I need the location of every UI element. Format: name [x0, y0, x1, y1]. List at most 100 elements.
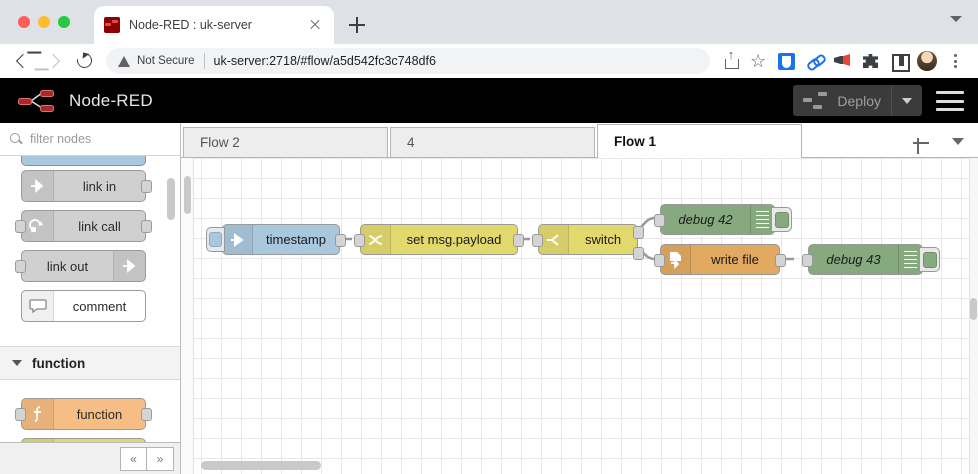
output-port[interactable]	[335, 234, 346, 247]
forward-arrow-icon	[40, 47, 68, 75]
flow-node-inject-timestamp[interactable]: timestamp	[206, 224, 346, 255]
kebab-menu-icon[interactable]	[942, 48, 968, 74]
address-bar[interactable]: Not Secure uk-server:2718/#flow/a5d542fc…	[106, 48, 710, 74]
share-icon[interactable]	[718, 48, 744, 74]
inject-arrow-icon	[223, 225, 253, 254]
add-tab-icon[interactable]	[910, 132, 932, 154]
chevron-down-icon[interactable]	[950, 16, 962, 22]
palette-node-link-in[interactable]: link in	[21, 170, 152, 202]
flow-node-switch[interactable]: switch	[532, 224, 644, 260]
output-port-2[interactable]	[633, 247, 644, 260]
close-icon[interactable]	[306, 16, 324, 34]
output-port[interactable]	[141, 408, 152, 421]
flow-canvas[interactable]: timestamp set msg.payload switch	[181, 158, 978, 474]
input-port[interactable]	[654, 214, 665, 227]
node-palette: filter nodes link in link call	[0, 123, 181, 474]
megaphone-icon[interactable]	[830, 48, 856, 74]
flow-node-debug-43[interactable]: debug 43	[802, 244, 940, 275]
flow-node-change-set-payload[interactable]: set msg.payload	[354, 224, 524, 255]
link-call-icon	[22, 211, 54, 241]
canvas-horizontal-scrollbar[interactable]	[201, 461, 321, 470]
flow-wires	[333, 216, 794, 261]
switch-icon	[22, 439, 54, 442]
palette-node-label: link in	[82, 178, 117, 194]
palette-node-link-out[interactable]: link out	[15, 250, 146, 282]
bookmark-star-icon[interactable]	[746, 48, 772, 74]
palette-category-function[interactable]: function	[0, 346, 180, 380]
debug-lines-icon	[750, 205, 774, 234]
output-port[interactable]	[775, 254, 786, 267]
input-port[interactable]	[15, 260, 26, 273]
deploy-button[interactable]: Deploy	[793, 85, 922, 116]
nodered-header: Node-RED Deploy	[0, 78, 978, 123]
palette-node-function[interactable]: function	[15, 398, 152, 430]
switch-icon	[539, 225, 569, 254]
flow-tab-flow-2[interactable]: Flow 2	[183, 127, 388, 157]
filter-nodes-placeholder: filter nodes	[30, 132, 92, 146]
expand-all-icon[interactable]: »	[147, 446, 174, 471]
main-area: filter nodes link in link call	[0, 123, 978, 474]
flow-node-label: switch	[584, 232, 622, 247]
security-status-text: Not Secure	[137, 55, 195, 67]
palette-node-label: link call	[78, 218, 121, 234]
flow-tab-bar: Flow 2 4 Flow 1	[181, 123, 978, 158]
side-panel-icon[interactable]	[886, 48, 912, 74]
input-port[interactable]	[532, 234, 543, 247]
flow-node-label: timestamp	[266, 232, 326, 247]
palette-node-label: comment	[72, 298, 127, 314]
new-tab-icon[interactable]	[344, 12, 370, 38]
browser-tabstrip: Node-RED : uk-server	[0, 0, 978, 44]
tab-list-chevron-icon[interactable]	[952, 138, 964, 145]
collapse-all-icon[interactable]: «	[120, 446, 147, 471]
palette-node-label: function	[76, 406, 123, 422]
debug-enable-toggle[interactable]	[771, 207, 792, 232]
palette-scrollbar[interactable]	[167, 178, 175, 220]
chevron-down-icon	[12, 360, 22, 366]
palette-node-partial[interactable]	[21, 156, 146, 166]
browser-tab[interactable]: Node-RED : uk-server	[94, 6, 334, 44]
debug-lines-icon	[898, 245, 922, 274]
maximize-window-button[interactable]	[58, 16, 70, 28]
minimize-window-button[interactable]	[38, 16, 50, 28]
palette-node-comment[interactable]: comment	[21, 290, 146, 322]
input-port[interactable]	[654, 254, 665, 267]
input-port[interactable]	[15, 408, 26, 421]
avatar[interactable]	[917, 51, 937, 71]
function-icon	[22, 399, 54, 429]
output-port-1[interactable]	[633, 226, 644, 239]
input-port[interactable]	[354, 234, 365, 247]
flow-node-label: debug 43	[826, 252, 881, 267]
debug-enable-toggle[interactable]	[919, 247, 940, 272]
flow-node-label: debug 42	[678, 212, 733, 227]
palette-scroll-area[interactable]: link in link call link out	[0, 156, 180, 442]
link-out-icon	[113, 251, 145, 281]
output-port[interactable]	[141, 220, 152, 233]
browser-tab-title: Node-RED : uk-server	[129, 18, 252, 32]
reload-icon[interactable]	[70, 47, 98, 75]
chevron-down-icon[interactable]	[892, 85, 922, 116]
deploy-icon	[803, 91, 831, 111]
link-icon[interactable]	[802, 48, 828, 74]
flow-tab-flow-1[interactable]: Flow 1	[597, 124, 802, 158]
input-port[interactable]	[802, 254, 813, 267]
filter-nodes-input[interactable]: filter nodes	[0, 123, 180, 156]
close-window-button[interactable]	[18, 16, 30, 28]
puzzle-extension-icon[interactable]	[858, 48, 884, 74]
browser-toolbar: Not Secure uk-server:2718/#flow/a5d542fc…	[0, 44, 978, 78]
output-port[interactable]	[141, 180, 152, 193]
flow-node-label: write file	[711, 252, 759, 267]
canvas-vertical-scrollbar[interactable]	[970, 298, 977, 320]
palette-node-switch[interactable]: switch	[21, 438, 146, 442]
hamburger-menu-icon[interactable]	[936, 91, 964, 111]
canvas-gutter-scrollbar[interactable]	[184, 176, 191, 214]
workspace: Flow 2 4 Flow 1	[181, 123, 978, 474]
flow-tab-4[interactable]: 4	[390, 127, 595, 157]
flow-node-debug-42[interactable]: debug 42	[654, 204, 792, 235]
flow-node-write-file[interactable]: write file	[654, 244, 786, 275]
inject-trigger-button[interactable]	[206, 227, 225, 252]
palette-node-link-call[interactable]: link call	[15, 210, 152, 242]
back-arrow-icon[interactable]	[10, 47, 38, 75]
output-port[interactable]	[513, 234, 524, 247]
password-manager-icon[interactable]	[774, 48, 800, 74]
input-port[interactable]	[15, 220, 26, 233]
